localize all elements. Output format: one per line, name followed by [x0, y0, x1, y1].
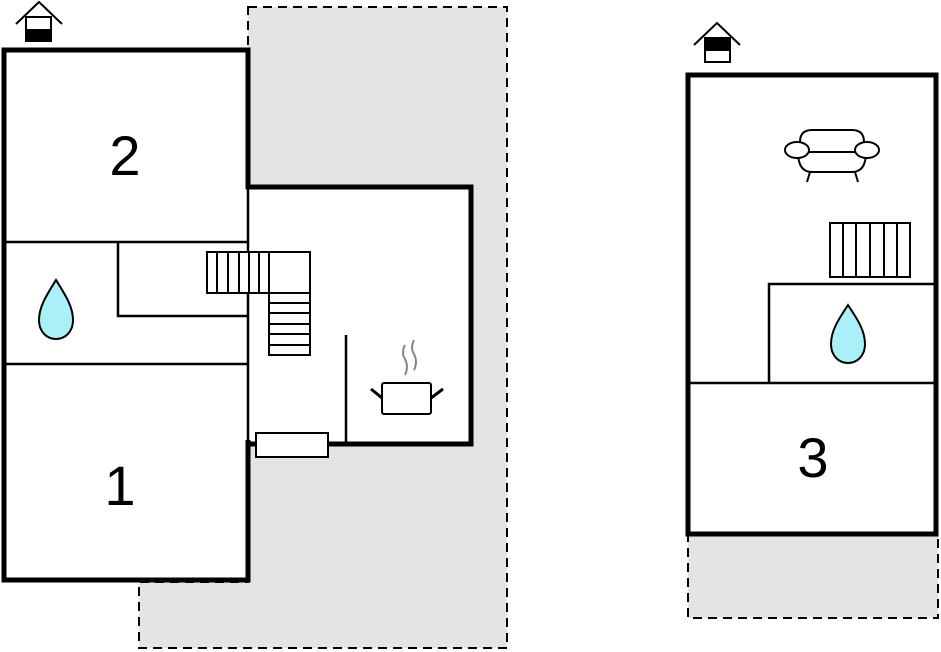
interior-walls — [4, 187, 348, 444]
ground-floor-plan: 2 1 — [1, 0, 508, 649]
water-drop-icon — [37, 278, 75, 341]
exterior-walls — [1, 47, 474, 583]
sofa-icon — [784, 129, 880, 183]
interior-walls — [688, 282, 938, 385]
cooking-pot-icon — [370, 339, 444, 415]
stairs-icon — [829, 222, 911, 278]
room-number-2: 2 — [109, 124, 140, 187]
room-number-3: 3 — [797, 426, 828, 489]
entrance-icon — [693, 21, 741, 63]
upper-floor-plan: 3 — [685, 21, 939, 619]
water-drop-icon — [829, 303, 867, 365]
room-number-1: 1 — [104, 454, 135, 517]
stairs-icon — [206, 251, 311, 356]
exterior-walls — [685, 72, 939, 537]
radiator-icon — [255, 432, 329, 458]
entrance-icon — [15, 0, 63, 42]
terrace-area — [687, 533, 939, 619]
